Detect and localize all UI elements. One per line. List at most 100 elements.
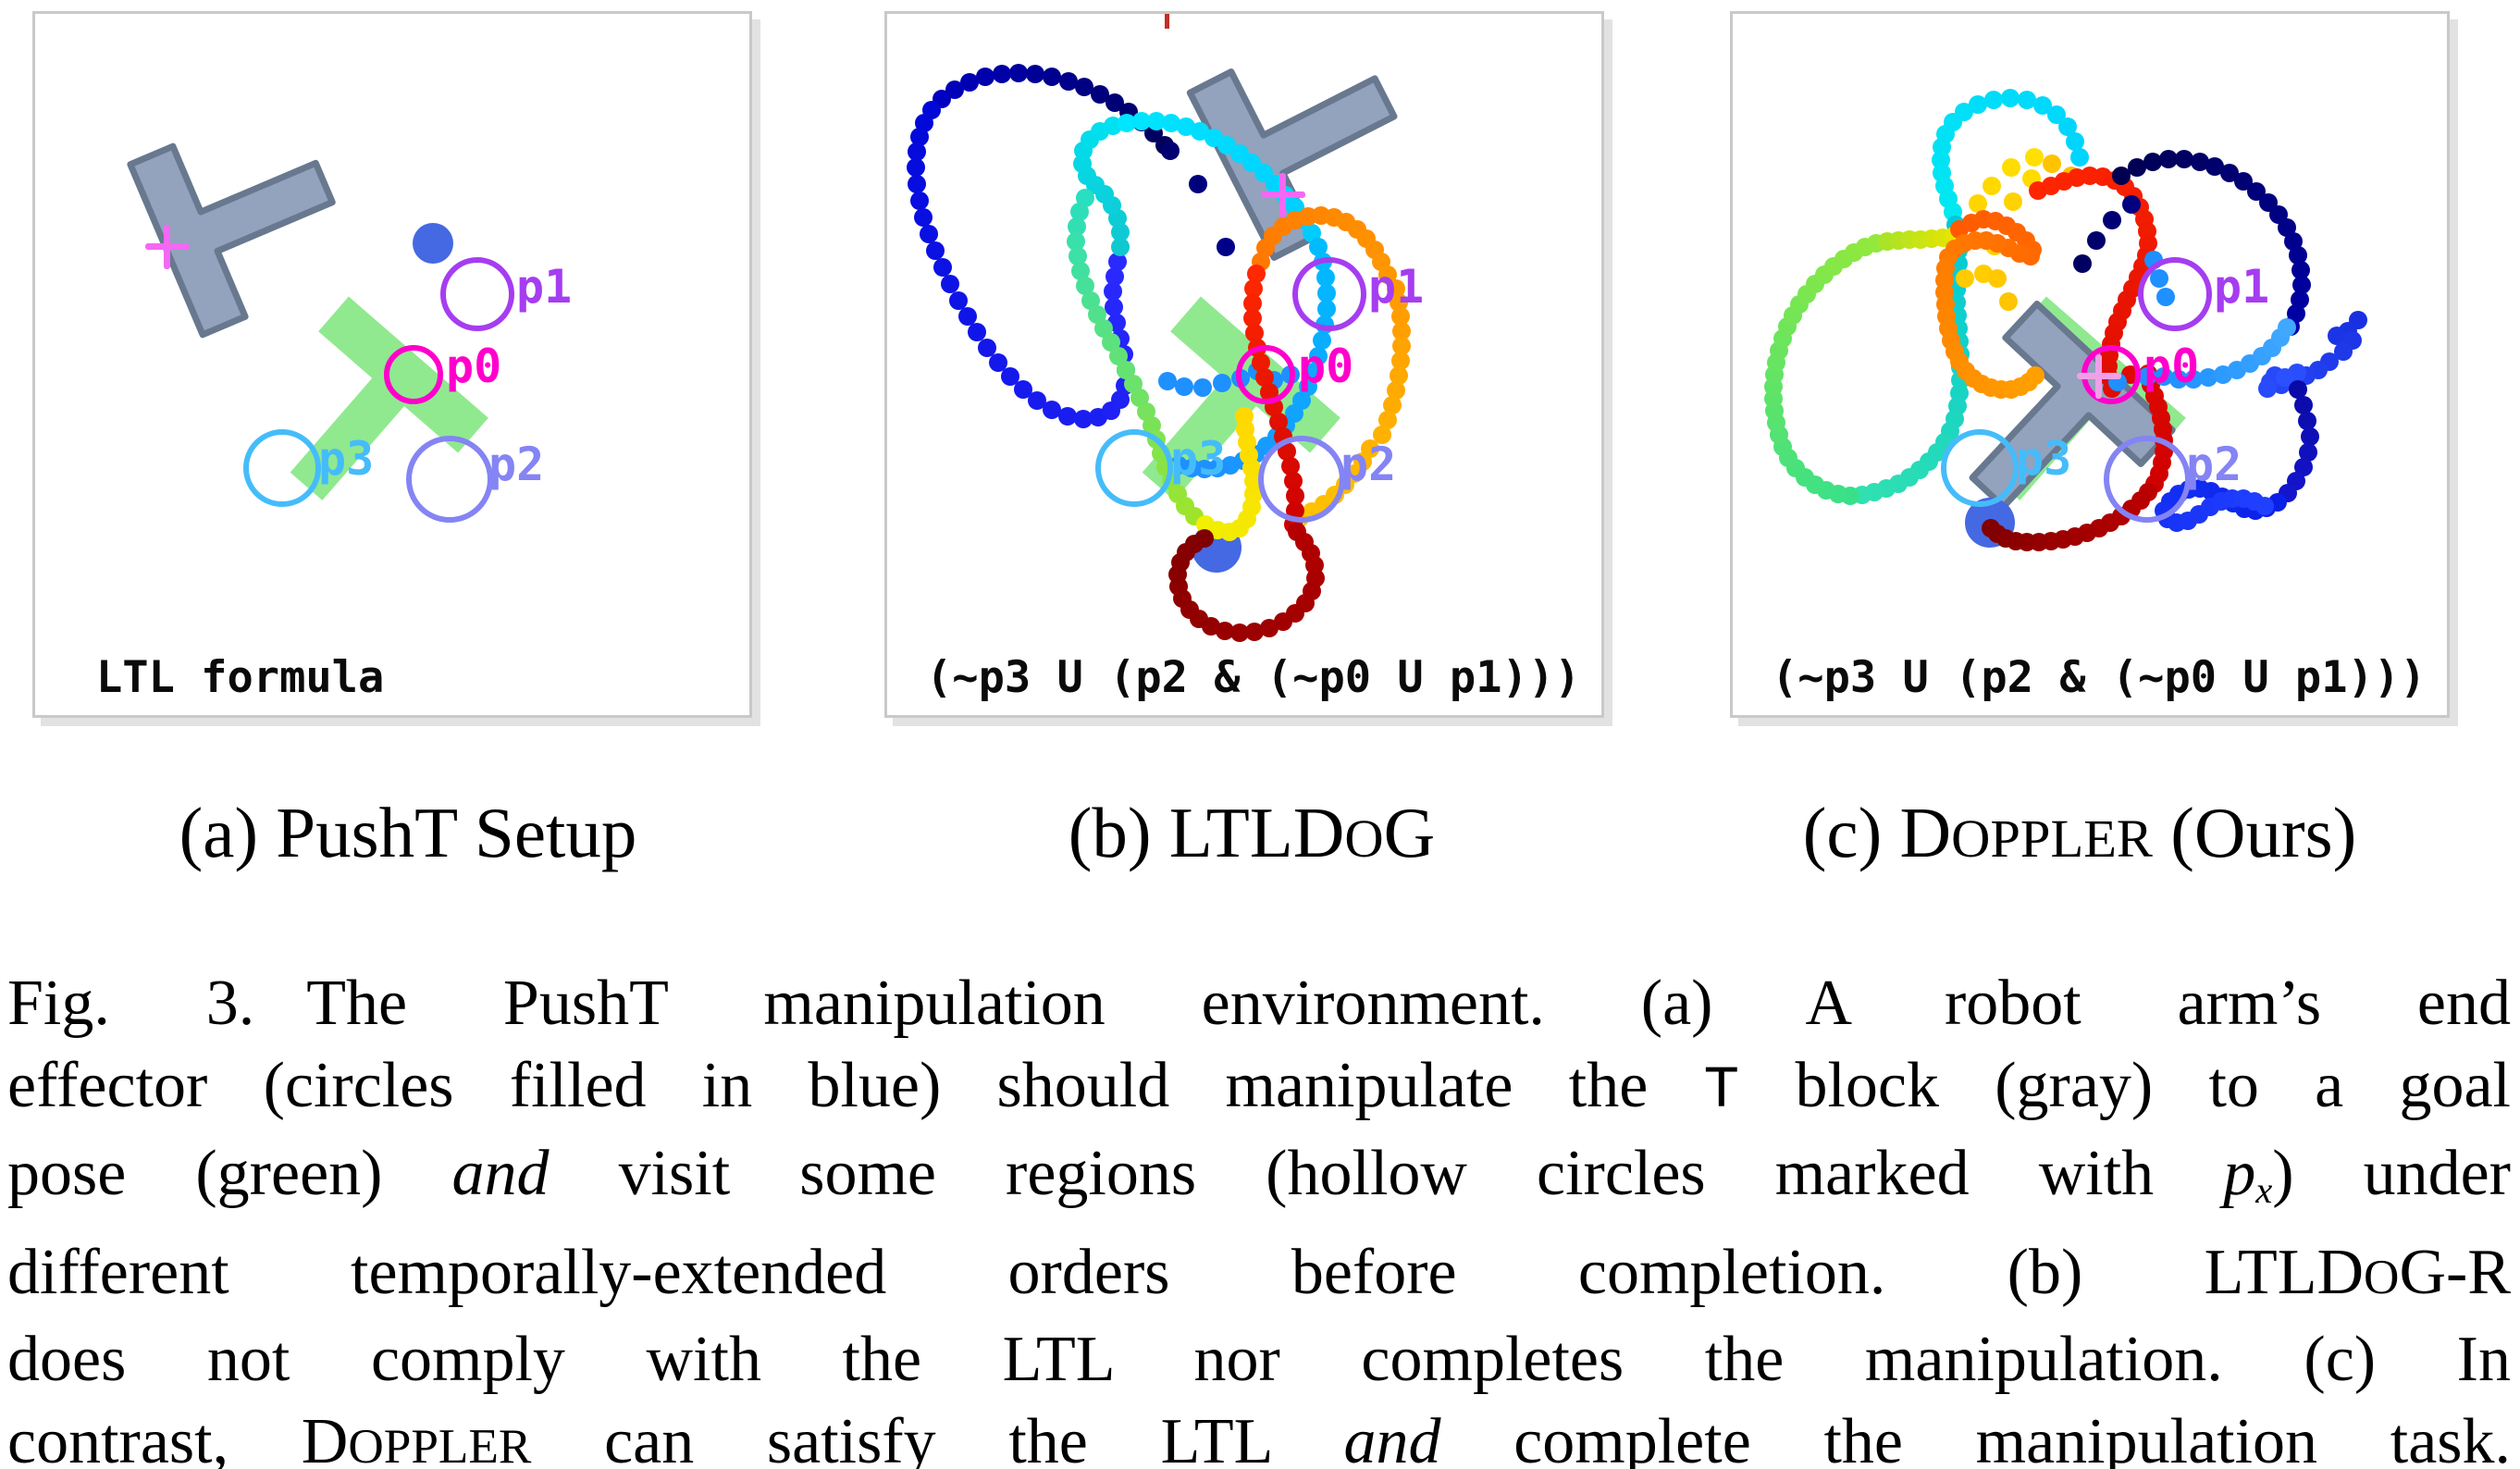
trajectory-dot <box>1988 269 2007 288</box>
caption-segment: complete the manipulation task. <box>1440 1405 2511 1469</box>
trajectory-dot <box>2138 367 2156 386</box>
trajectory-dot <box>2155 367 2173 386</box>
trajectory-dot <box>1068 217 1086 236</box>
trajectory-dot <box>2018 91 2036 109</box>
trajectory-dot <box>907 158 925 177</box>
trajectory-dot <box>1147 112 1166 130</box>
trajectory-dot <box>926 241 945 260</box>
trajectory-dot <box>2276 368 2294 387</box>
trajectory-dot <box>1043 401 1061 419</box>
tee-blocks-layer <box>127 142 488 500</box>
trajectory-dot <box>1984 91 2003 109</box>
subcaption-segment: G <box>1383 793 1436 872</box>
trajectory-dot <box>1195 529 1214 548</box>
trajectory-dot <box>2199 368 2217 387</box>
region-label-p2: p2 <box>2186 438 2242 491</box>
start-tick <box>1165 14 1169 29</box>
region-label-p1: p1 <box>516 260 573 314</box>
trajectory-dot <box>1245 623 1264 641</box>
trajectory-dot <box>2298 412 2316 430</box>
trajectory-dot <box>1387 381 1405 400</box>
region-circle-p3 <box>1095 429 1173 507</box>
trajectory-dot <box>976 68 994 86</box>
subcaption-segment: (a) PushT Setup <box>179 793 637 872</box>
trajectory-dot <box>1391 307 1410 326</box>
caption-segment: pose (green) <box>7 1138 452 1209</box>
region-label-p2: p2 <box>488 438 545 491</box>
green-goal-tee <box>1142 296 1340 500</box>
trajectory-dot <box>1106 267 1124 286</box>
trajectory-dot <box>1391 352 1410 370</box>
trajectory-dot <box>1235 407 1254 426</box>
trajectory-dot <box>989 353 1007 372</box>
trajectory-dot <box>1043 68 1061 86</box>
trajectory-dot <box>1111 238 1130 256</box>
trajectory-dot <box>914 208 933 227</box>
region-circle-p2 <box>2104 436 2191 523</box>
caption-segment: x <box>2255 1168 2273 1211</box>
subcaption-segment: (b) LTLD <box>1068 793 1345 872</box>
trajectory-dot <box>2122 195 2141 214</box>
trajectory-dot <box>978 339 996 357</box>
trajectory-dot <box>2258 379 2277 398</box>
caption-segment: block (gray) to a goal <box>1739 1050 2512 1121</box>
plus-bar-v <box>2095 354 2102 399</box>
trajectory-dot <box>1373 426 1391 444</box>
trajectory-dot <box>1956 269 1974 288</box>
trajectory-dot <box>1999 292 2018 311</box>
caption-segment: effector (circles filled in blue) should… <box>7 1050 1704 1121</box>
caption-segment: can satisfy the LTL <box>531 1405 1344 1469</box>
trajectory-dot <box>910 128 929 146</box>
region-circle-p2 <box>406 436 493 523</box>
trajectory-dot <box>2070 148 2089 167</box>
subcaption-segment: (c) D <box>1802 793 1952 872</box>
trajectory-dot <box>2001 89 2020 107</box>
caption-segment: does not comply with the LTL nor complet… <box>7 1323 2511 1395</box>
trajectory-dot <box>2002 158 2020 177</box>
trajectory-dot <box>958 307 977 326</box>
trajectory-dot <box>2289 246 2307 265</box>
trajectory-dot <box>2294 396 2313 414</box>
trajectory-dot <box>1106 93 1124 112</box>
region-label-p0: p0 <box>446 339 502 393</box>
region-circle-p3 <box>243 429 321 507</box>
trajectory-dot <box>960 73 979 92</box>
trajectory-dot <box>2047 105 2066 124</box>
trajectory-dot <box>1009 64 1028 82</box>
trajectory-dot <box>1118 114 1136 132</box>
trajectory-dot <box>1108 253 1127 271</box>
trajectory-dot <box>1111 223 1130 241</box>
trajectory-dot <box>2026 366 2044 385</box>
trajectory-dot <box>2334 342 2353 361</box>
caption-line-3: pose (green) and visit some regions (hol… <box>7 1132 2511 1231</box>
region-label-p3: p3 <box>1170 432 1227 486</box>
trajectory-dot <box>993 65 1011 83</box>
trajectory-dot <box>933 258 952 277</box>
trajectory-dot <box>2025 148 2044 167</box>
region-label-p0: p0 <box>1298 339 1354 393</box>
trajectory-dot <box>1059 72 1078 91</box>
caption-segment: contrast, D <box>7 1405 349 1469</box>
caption-segment: ) under <box>2272 1138 2511 1209</box>
caption-segment: O <box>2364 1249 2400 1304</box>
caption-line-6: contrast, DOPPLER can satisfy the LTL an… <box>7 1401 2511 1469</box>
region-label-p3: p3 <box>318 432 375 486</box>
region-label-p1: p1 <box>1368 260 1425 314</box>
trajectory-dot <box>1028 391 1046 410</box>
trajectory-dot <box>1069 247 1087 265</box>
ltl-formula-text: LTL formula <box>96 652 385 703</box>
subcaption-b: (b) LTLDOG <box>1069 792 1436 874</box>
trajectory-dot <box>2066 132 2084 151</box>
trajectory-dot <box>1217 238 1235 256</box>
trajectory-dot <box>1243 309 1262 327</box>
trajectory-dot <box>2143 153 2162 171</box>
trajectory-dot <box>2299 443 2317 462</box>
caption-segment: visit some regions (hollow circles marke… <box>549 1138 2224 1209</box>
trajectory-dot <box>2043 154 2061 173</box>
trajectory-dot <box>1378 411 1397 429</box>
trajectory-dot <box>2328 327 2346 345</box>
region-label-p3: p3 <box>2016 432 2072 486</box>
